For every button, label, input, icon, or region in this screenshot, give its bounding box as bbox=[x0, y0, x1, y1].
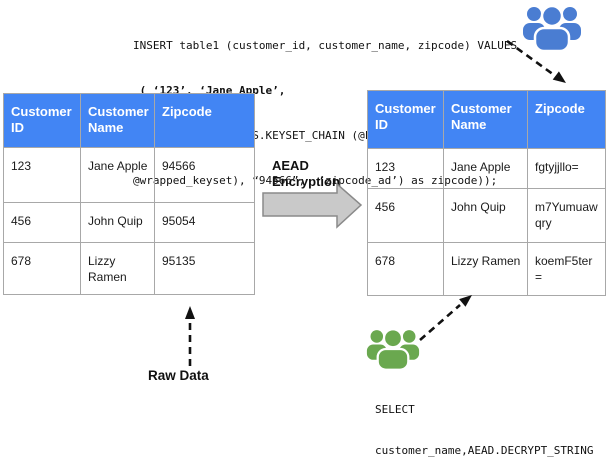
table-row: 456 John Quip m7Yumuawqry bbox=[367, 188, 606, 243]
table-cell: 94566 bbox=[154, 147, 255, 203]
table-cell: Jane Apple bbox=[80, 147, 155, 203]
users-group-icon-blue bbox=[521, 3, 583, 58]
users-group-icon-green bbox=[366, 322, 420, 381]
table-cell: 95135 bbox=[154, 242, 255, 295]
table-row: 678 Lizzy Ramen koemF5ter= bbox=[367, 242, 606, 296]
dashed-arrow-select-to-table bbox=[419, 295, 472, 341]
table-cell: 456 bbox=[367, 188, 444, 243]
aead-label-line: Encryption bbox=[272, 174, 340, 189]
code-line: customer_name,AEAD.DECRYPT_STRING bbox=[375, 443, 594, 457]
column-header: Customer Name bbox=[80, 93, 155, 148]
raw-data-label: Raw Data bbox=[148, 368, 209, 383]
table-cell: 123 bbox=[367, 148, 444, 189]
table-cell: Lizzy Ramen bbox=[443, 242, 528, 296]
aead-encryption-label: AEAD Encryption bbox=[272, 158, 340, 190]
select-query-code: SELECT customer_name,AEAD.DECRYPT_STRING… bbox=[375, 376, 594, 469]
table-cell: 678 bbox=[367, 242, 444, 296]
column-header: Customer Name bbox=[443, 90, 528, 149]
code-line: SELECT bbox=[375, 403, 415, 416]
table-row: 678 Lizzy Ramen 95135 bbox=[3, 242, 255, 295]
table-cell: John Quip bbox=[80, 202, 155, 243]
table-cell: Lizzy Ramen bbox=[80, 242, 155, 295]
table-cell: Jane Apple bbox=[443, 148, 528, 189]
column-header: Zipcode bbox=[154, 93, 255, 148]
table-cell: John Quip bbox=[443, 188, 528, 243]
column-header: Customer ID bbox=[3, 93, 81, 148]
table-cell: 95054 bbox=[154, 202, 255, 243]
table-row: 123 Jane Apple 94566 bbox=[3, 147, 255, 203]
table-cell: koemF5ter= bbox=[527, 242, 606, 296]
table-cell: m7Yumuawqry bbox=[527, 188, 606, 243]
table-cell: fgtyjjllo= bbox=[527, 148, 606, 189]
encrypted-data-table: Customer ID Customer Name Zipcode 123 Ja… bbox=[367, 90, 606, 296]
aead-label-line: AEAD bbox=[272, 158, 309, 173]
table-cell: 123 bbox=[3, 147, 81, 203]
table-row: 456 John Quip 95054 bbox=[3, 202, 255, 243]
column-header: Zipcode bbox=[527, 90, 606, 149]
column-header: Customer ID bbox=[367, 90, 444, 149]
table-cell: 456 bbox=[3, 202, 81, 243]
table-cell: 678 bbox=[3, 242, 81, 295]
raw-data-table: Customer ID Customer Name Zipcode 123 Ja… bbox=[3, 93, 255, 295]
table-row: 123 Jane Apple fgtyjjllo= bbox=[367, 148, 606, 189]
dashed-arrow-rawdata-to-table bbox=[185, 306, 195, 366]
code-line: INSERT table1 (customer_id, customer_nam… bbox=[133, 39, 518, 52]
